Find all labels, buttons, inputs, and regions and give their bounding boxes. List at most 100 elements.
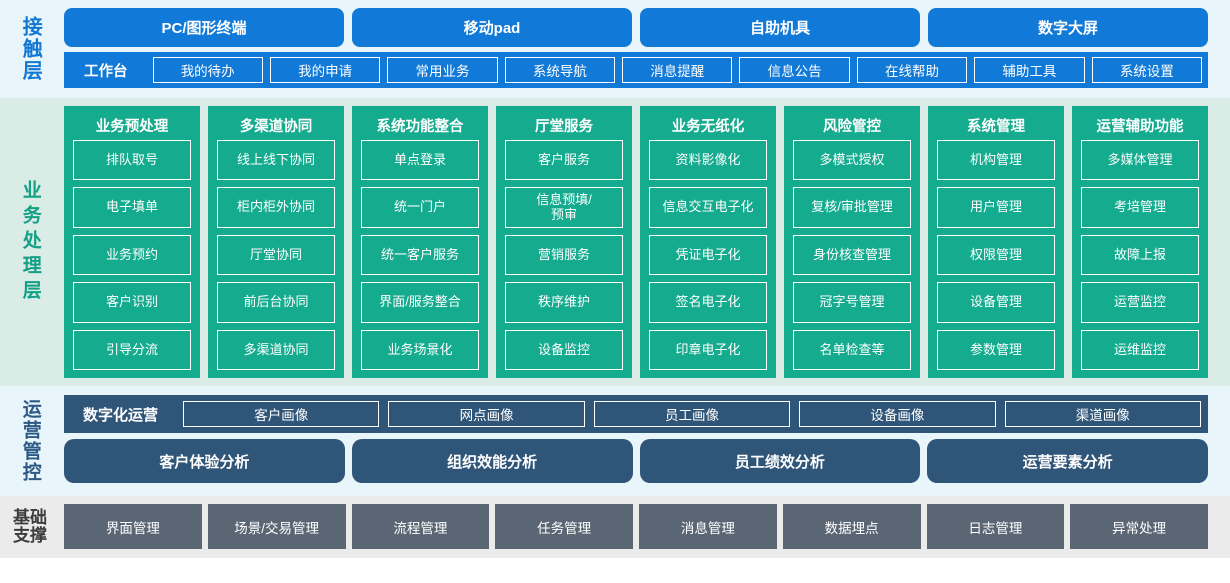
business-column-title: 系统功能整合	[376, 119, 464, 135]
business-item[interactable]: 单点登录	[361, 140, 479, 181]
business-item[interactable]: 权限管理	[937, 234, 1055, 276]
foundation-support-layer: 基础 支撑 界面管理 场景/交易管理 流程管理 任务管理 消息管理 数据埋点 日…	[0, 496, 1230, 558]
business-column: 风险管控多模式授权复核/审批管理身份核查管理冠字号管理名单检查等	[784, 106, 920, 378]
business-item-list: 排队取号电子填单业务预约客户识别引导分流	[73, 140, 191, 371]
portrait-device[interactable]: 设备画像	[799, 401, 996, 427]
business-item[interactable]: 秩序维护	[505, 282, 623, 323]
business-item[interactable]: 运维监控	[1081, 329, 1199, 371]
business-item[interactable]: 名单检查等	[793, 329, 911, 371]
portrait-employee[interactable]: 员工画像	[593, 401, 791, 427]
base-layer-label-line2: 支撑	[13, 526, 47, 545]
business-item[interactable]: 多模式授权	[793, 140, 911, 181]
business-column: 业务无纸化资料影像化信息交互电子化凭证电子化签名电子化印章电子化	[640, 106, 776, 378]
ops-layer-body: 数字化运营 客户画像 网点画像 员工画像 设备画像 渠道画像 客户体验分析 组织…	[60, 386, 1230, 496]
business-layer-body: 业务预处理排队取号电子填单业务预约客户识别引导分流多渠道协同线上线下协同柜内柜外…	[60, 98, 1230, 386]
business-column-title: 风险管控	[823, 119, 881, 135]
business-column-title: 多渠道协同	[239, 119, 313, 135]
business-item[interactable]: 客户识别	[73, 282, 191, 323]
business-item[interactable]: 信息交互电子化	[649, 187, 767, 228]
analysis-operation-elements[interactable]: 运营要素分析	[927, 439, 1208, 483]
foundation-scenario-transaction-management[interactable]: 场景/交易管理	[207, 504, 346, 549]
foundation-exception-handling[interactable]: 异常处理	[1070, 504, 1208, 549]
workbench-item-system-settings[interactable]: 系统设置	[1091, 57, 1203, 83]
business-item[interactable]: 签名电子化	[649, 282, 767, 323]
base-layer-label: 基础 支撑	[0, 496, 60, 558]
business-item[interactable]: 故障上报	[1081, 234, 1199, 276]
contact-layer-label-text: 接触层	[19, 16, 42, 82]
foundation-message-management[interactable]: 消息管理	[639, 504, 777, 549]
business-item[interactable]: 机构管理	[937, 140, 1055, 181]
business-column: 多渠道协同线上线下协同柜内柜外协同厅堂协同前后台协同多渠道协同	[208, 106, 344, 378]
business-item-list: 机构管理用户管理权限管理设备管理参数管理	[937, 140, 1055, 371]
business-item[interactable]: 设备监控	[505, 329, 623, 371]
workbench-item-info-announcement[interactable]: 信息公告	[739, 57, 850, 83]
business-item[interactable]: 统一客户服务	[361, 234, 479, 276]
business-item[interactable]: 多渠道协同	[217, 329, 335, 371]
portrait-branch[interactable]: 网点画像	[388, 401, 585, 427]
business-item[interactable]: 用户管理	[937, 187, 1055, 228]
business-item[interactable]: 凭证电子化	[649, 234, 767, 276]
foundation-process-management[interactable]: 流程管理	[351, 504, 490, 549]
workbench-item-my-application[interactable]: 我的申请	[269, 57, 381, 83]
business-item[interactable]: 排队取号	[73, 140, 191, 181]
business-column: 业务预处理排队取号电子填单业务预约客户识别引导分流	[64, 106, 200, 378]
base-layer-body: 界面管理 场景/交易管理 流程管理 任务管理 消息管理 数据埋点 日志管理 异常…	[60, 496, 1230, 558]
business-item[interactable]: 前后台协同	[217, 282, 335, 323]
channel-card-self-service[interactable]: 自助机具	[640, 8, 920, 47]
business-item[interactable]: 资料影像化	[649, 140, 767, 181]
business-item[interactable]: 冠字号管理	[793, 282, 911, 323]
analysis-organizational-effectiveness[interactable]: 组织效能分析	[351, 439, 633, 483]
business-column-title: 厅堂服务	[535, 119, 593, 135]
workbench-item-message-reminder[interactable]: 消息提醒	[622, 57, 733, 83]
channel-card-digital-screen[interactable]: 数字大屏	[928, 8, 1208, 47]
portrait-customer[interactable]: 客户画像	[183, 401, 380, 427]
workbench-item-system-navigation[interactable]: 系统导航	[504, 57, 616, 83]
business-column-title: 业务无纸化	[671, 119, 745, 135]
business-item[interactable]: 复核/审批管理	[793, 187, 911, 228]
workbench-item-online-help[interactable]: 在线帮助	[856, 57, 968, 83]
business-item[interactable]: 线上线下协同	[217, 140, 335, 181]
analysis-customer-experience[interactable]: 客户体验分析	[64, 439, 345, 483]
business-item[interactable]: 客户服务	[505, 140, 623, 181]
business-item[interactable]: 信息预填/预审	[505, 187, 623, 228]
foundation-card-row: 界面管理 场景/交易管理 流程管理 任务管理 消息管理 数据埋点 日志管理 异常…	[64, 504, 1208, 549]
foundation-data-tracking[interactable]: 数据埋点	[782, 504, 921, 549]
business-item[interactable]: 电子填单	[73, 187, 191, 228]
foundation-log-management[interactable]: 日志管理	[926, 504, 1065, 549]
workbench-item-auxiliary-tools[interactable]: 辅助工具	[974, 57, 1085, 83]
channel-card-mobile-pad[interactable]: 移动pad	[352, 8, 632, 47]
channel-card-pc[interactable]: PC/图形终端	[64, 8, 344, 47]
analysis-employee-performance[interactable]: 员工绩效分析	[639, 439, 921, 483]
portrait-channel[interactable]: 渠道画像	[1004, 401, 1201, 427]
business-item[interactable]: 厅堂协同	[217, 234, 335, 276]
business-column: 系统功能整合单点登录统一门户统一客户服务界面/服务整合业务场景化	[352, 106, 488, 378]
business-item[interactable]: 印章电子化	[649, 329, 767, 371]
analysis-card-row: 客户体验分析 组织效能分析 员工绩效分析 运营要素分析	[64, 439, 1208, 483]
business-column-title: 系统管理	[967, 119, 1025, 135]
workbench-row: 工作台 我的待办 我的申请 常用业务 系统导航 消息提醒 信息公告 在线帮助 辅…	[64, 52, 1208, 88]
business-item[interactable]: 统一门户	[361, 187, 479, 228]
business-item[interactable]: 参数管理	[937, 329, 1055, 371]
business-item[interactable]: 运营监控	[1081, 282, 1199, 323]
business-column: 系统管理机构管理用户管理权限管理设备管理参数管理	[928, 106, 1064, 378]
operation-management-layer: 运营管控 数字化运营 客户画像 网点画像 员工画像 设备画像 渠道画像 客户体验…	[0, 386, 1230, 496]
business-item[interactable]: 业务场景化	[361, 329, 479, 371]
business-item-list: 线上线下协同柜内柜外协同厅堂协同前后台协同多渠道协同	[217, 140, 335, 371]
business-item[interactable]: 业务预约	[73, 234, 191, 276]
business-item[interactable]: 考培管理	[1081, 187, 1199, 228]
business-item[interactable]: 界面/服务整合	[361, 282, 479, 323]
business-item[interactable]: 身份核查管理	[793, 234, 911, 276]
business-item[interactable]: 多媒体管理	[1081, 140, 1199, 181]
business-item[interactable]: 引导分流	[73, 329, 191, 371]
business-item-list: 多媒体管理考培管理故障上报运营监控运维监控	[1081, 140, 1199, 371]
business-item[interactable]: 营销服务	[505, 234, 623, 276]
workbench-item-common-business[interactable]: 常用业务	[387, 57, 498, 83]
workbench-item-my-todo[interactable]: 我的待办	[152, 57, 263, 83]
business-item[interactable]: 柜内柜外协同	[217, 187, 335, 228]
ops-layer-label-text: 运营管控	[19, 399, 41, 483]
foundation-ui-management[interactable]: 界面管理	[64, 504, 202, 549]
business-item[interactable]: 设备管理	[937, 282, 1055, 323]
business-layer-label: 业务处理层	[0, 98, 60, 386]
foundation-task-management[interactable]: 任务管理	[495, 504, 633, 549]
